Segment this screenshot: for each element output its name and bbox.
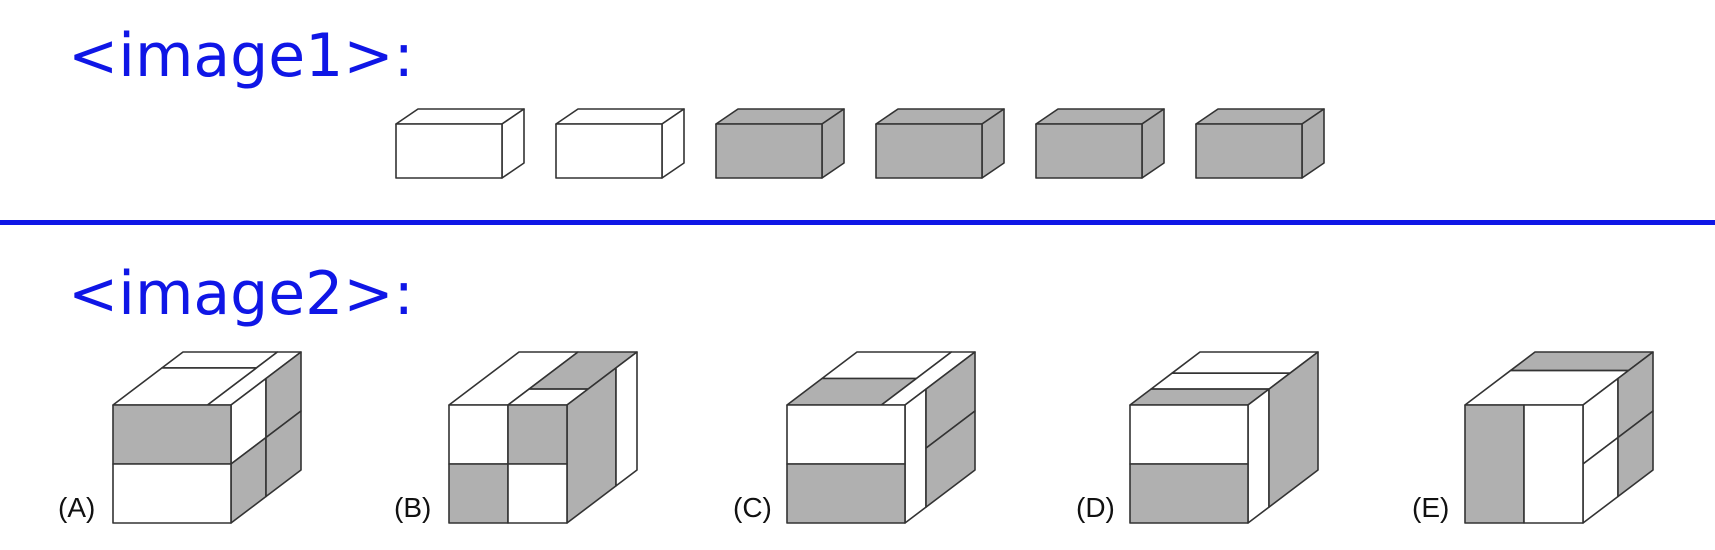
cube-front-cell (448, 404, 509, 465)
piece-5 (1035, 108, 1165, 179)
cube-top-cell (1150, 372, 1291, 390)
options-row (112, 351, 1654, 524)
section-divider (0, 220, 1715, 225)
cube-front-cell (1464, 404, 1525, 524)
piece-front-face (555, 123, 663, 179)
cube-side-cell (615, 351, 638, 487)
piece-4 (875, 108, 1005, 179)
option-d-label: (D) (1076, 492, 1115, 523)
piece-1 (395, 108, 525, 179)
option-cube-c (786, 351, 976, 524)
cube-front-cell (507, 404, 568, 465)
cube-front-cell (112, 404, 232, 465)
piece-front-face (875, 123, 983, 179)
cube-front-cell (448, 463, 509, 524)
cube-front-cell (1523, 404, 1584, 524)
piece-6 (1195, 108, 1325, 179)
option-cube-d (1129, 351, 1319, 524)
cube-front-cell (112, 463, 232, 524)
cube-front-cell (1129, 463, 1249, 524)
cube-side-cell (1617, 410, 1654, 498)
option-a-label: (A) (58, 492, 96, 523)
cube-front-cell (1129, 404, 1249, 465)
option-c-label: (C) (733, 492, 772, 523)
cube-side-cell (1268, 351, 1319, 508)
option-cube-b (448, 351, 638, 524)
piece-3 (715, 108, 845, 179)
piece-front-face (1195, 123, 1303, 179)
piece-front-face (1035, 123, 1143, 179)
cube-front-cell (507, 463, 568, 524)
image2-heading: <image2>: (68, 259, 414, 329)
cube-side-cell (1247, 388, 1270, 524)
option-cube-e (1464, 351, 1654, 524)
piece-front-face (715, 123, 823, 179)
option-b-label: (B) (394, 492, 432, 523)
cube-side-cell (925, 410, 976, 508)
cube-top-cell (1129, 388, 1270, 406)
cube-side-cell (904, 388, 927, 524)
cube-side-cell (265, 410, 302, 498)
option-e-label: (E) (1412, 492, 1450, 523)
cube-front-cell (786, 404, 906, 465)
image1-heading: <image1>: (68, 21, 414, 91)
piece-2 (555, 108, 685, 179)
piece-front-face (395, 123, 503, 179)
cube-front-cell (786, 463, 906, 524)
pieces-row (395, 108, 1325, 179)
option-cube-a (112, 351, 302, 524)
